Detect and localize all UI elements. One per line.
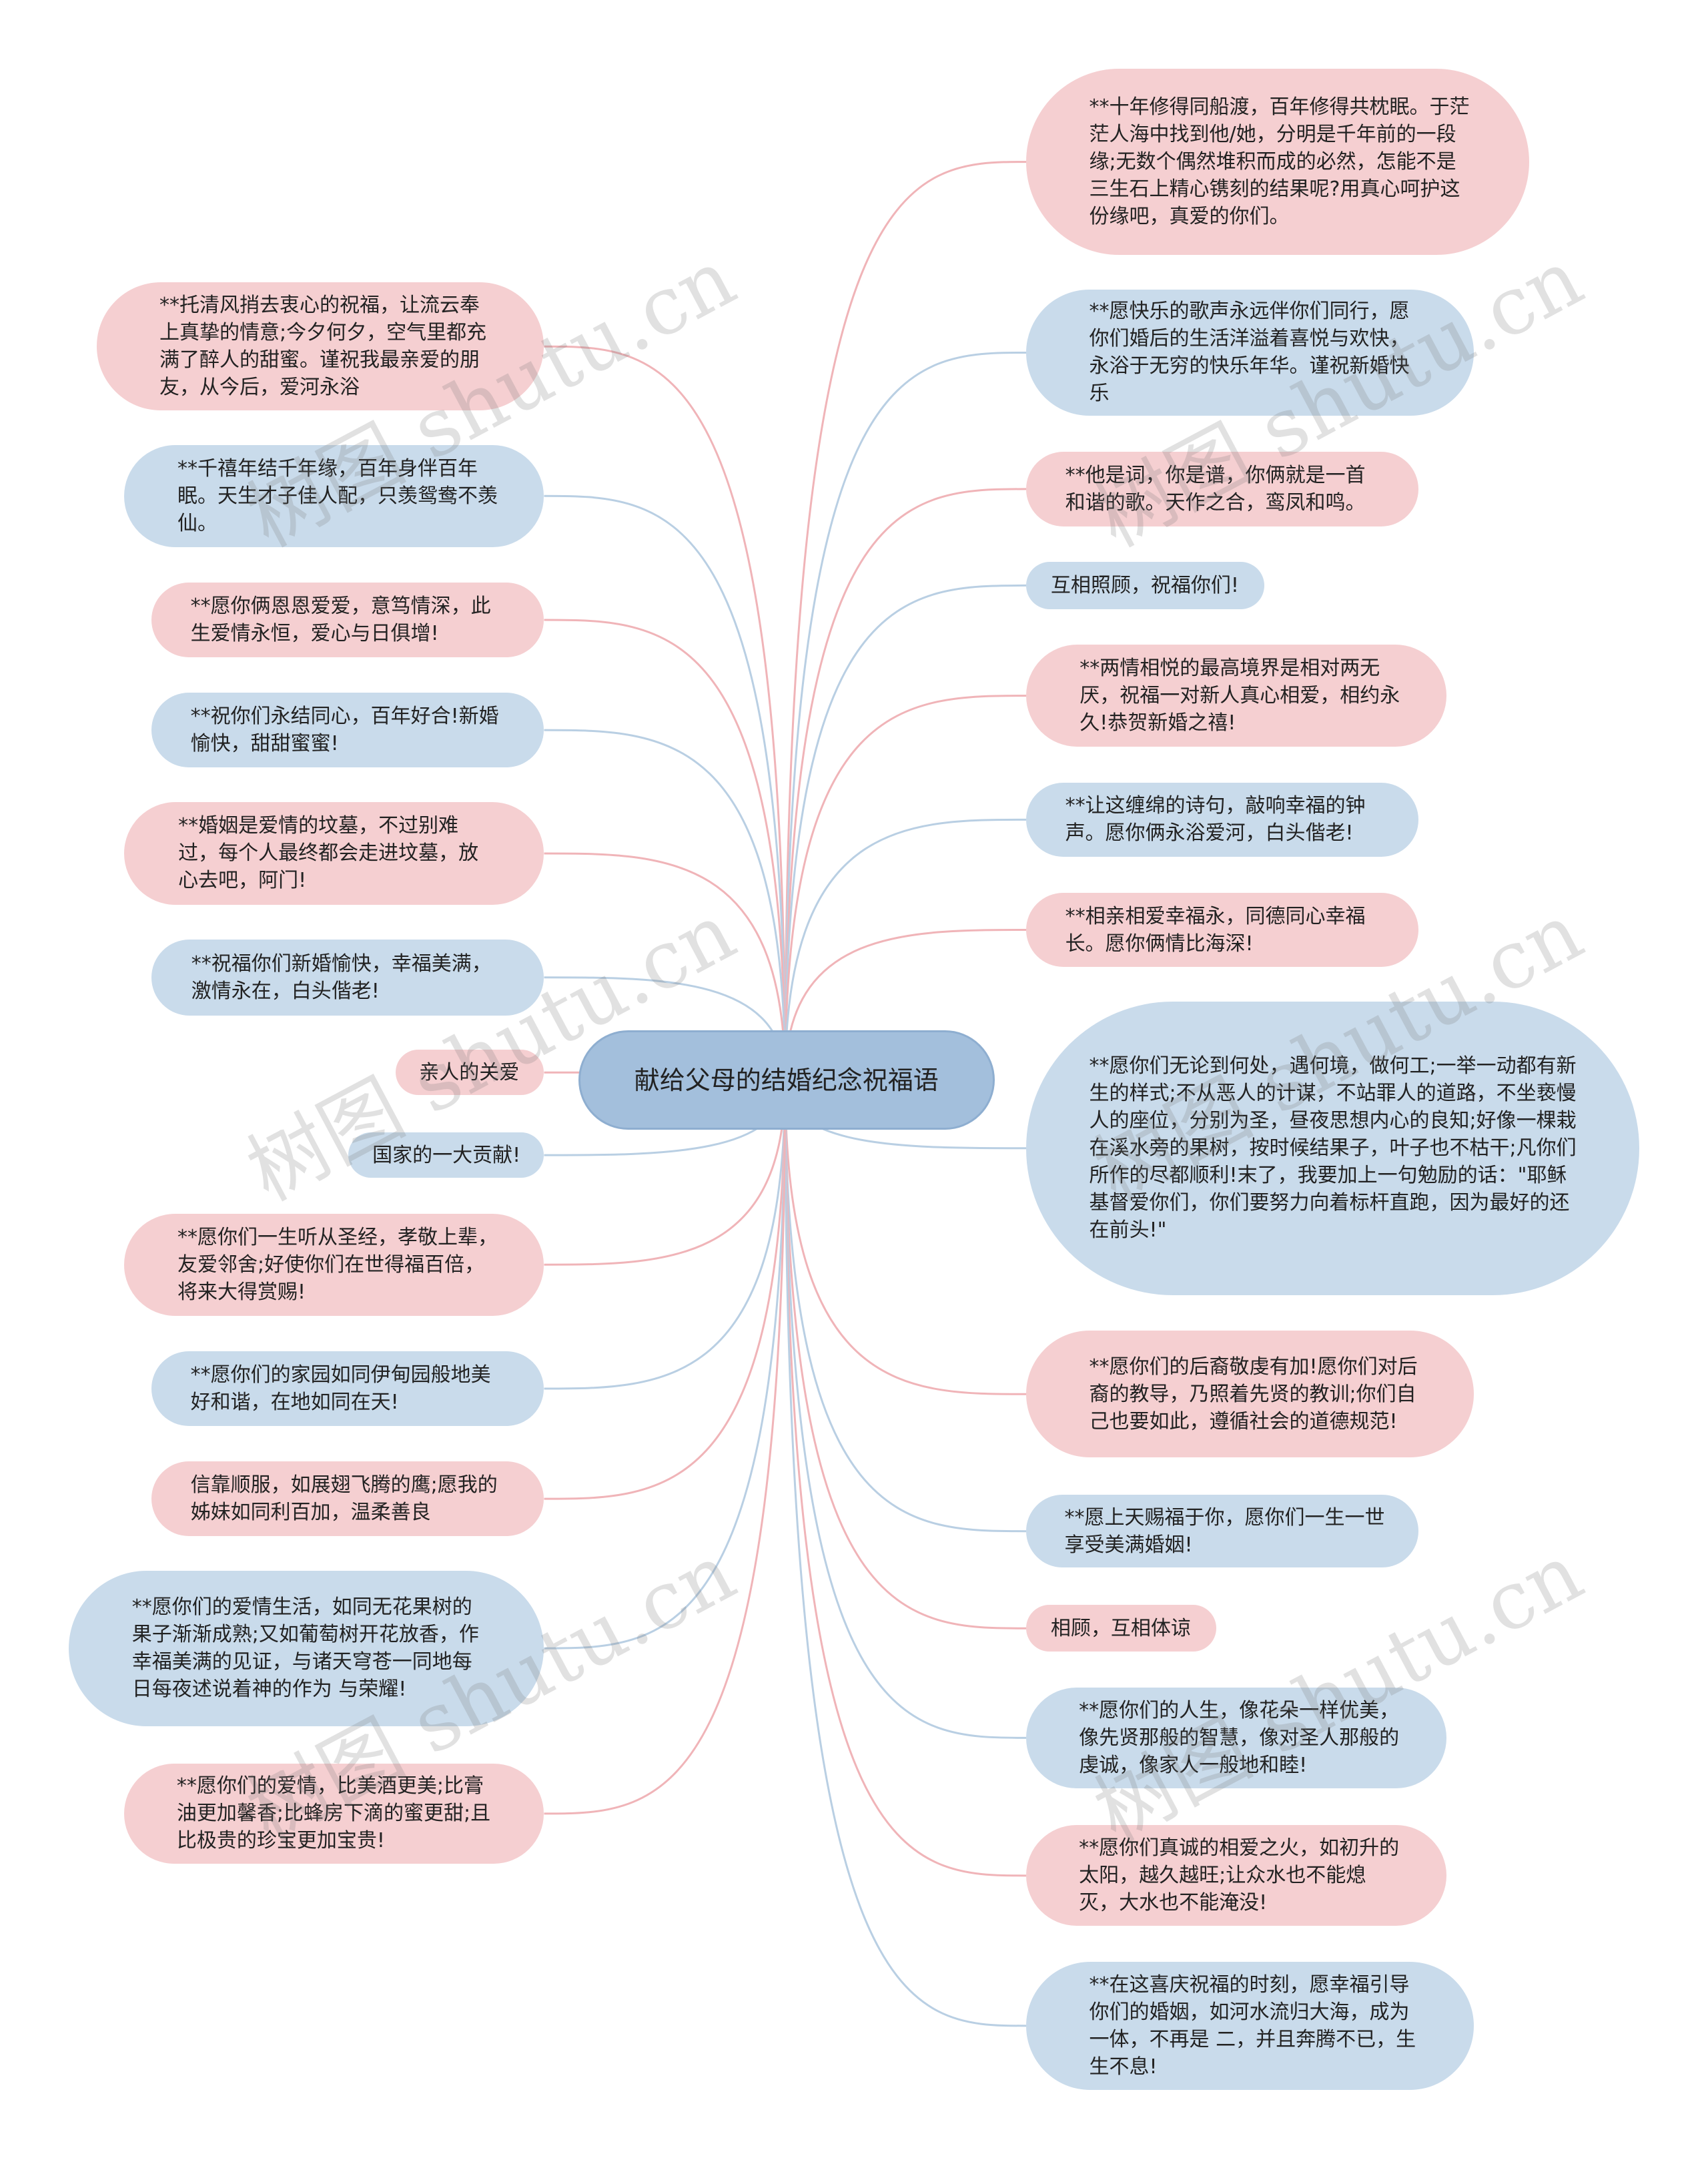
right-node-text: **愿上天赐福于你，愿你们一生一世享受美满婚姻! — [1064, 1505, 1385, 1557]
connector-line — [544, 494, 787, 1080]
connector-line — [544, 1080, 787, 1650]
left-node-text: **祝福你们新婚愉快，幸福美满，激情永在，白头偕老! — [191, 952, 492, 1003]
left-node[interactable]: **愿你们的家园如同伊甸园般地美好和谐，在地如同在天! — [151, 1351, 544, 1426]
left-node[interactable]: **托清风捎去衷心的祝福，让流云奉上真挚的情意;今夕何夕，空气里都充满了醉人的甜… — [96, 282, 544, 411]
right-node[interactable]: **相亲相爱幸福永，同德同心幸福长。愿你俩情比海深! — [1026, 892, 1419, 968]
right-node[interactable]: **愿你们的人生，像花朵一样优美，像先贤那般的智慧，像对圣人那般的虔诚，像家人一… — [1026, 1688, 1446, 1788]
right-node[interactable]: **愿你们真诚的相爱之火，如初升的太阳，越久越旺;让众水也不能熄灭，大水也不能淹… — [1026, 1825, 1446, 1926]
left-node-text: 国家的一大贡献! — [372, 1143, 521, 1167]
right-node[interactable]: **他是词，你是谱，你俩就是一首和谐的歌。天作之合，鸾凤和鸣。 — [1026, 452, 1419, 526]
connector-line — [544, 1080, 787, 1500]
connector-line — [544, 1080, 787, 1266]
right-node[interactable]: **在这喜庆祝福的时刻，愿幸福引导你们的婚姻，如河水流归大海，成为一体，不再是 … — [1026, 1961, 1474, 2090]
right-node-text: **愿你们的人生，像花朵一样优美，像先贤那般的智慧，像对圣人那般的虔诚，像家人一… — [1079, 1698, 1400, 1777]
left-node-text: **愿你俩恩恩爱爱，意笃情深，此生爱情永恒，爱心与日俱增! — [190, 595, 491, 646]
left-node[interactable]: **千禧年结千年缘，百年身伴百年眠。天生才子佳人配，只羡鸳鸯不羡仙。 — [123, 444, 544, 547]
left-node[interactable]: **祝你们永结同心，百年好合!新婚愉快，甜甜蜜蜜! — [151, 693, 544, 767]
right-node-text: **相亲相爱幸福永，同德同心幸福长。愿你俩情比海深! — [1065, 904, 1366, 956]
connector-line — [544, 729, 787, 1080]
connector-line — [784, 929, 1027, 1080]
right-node[interactable]: **愿你们无论到何处，遇何境，做何工;一举一动都有新生的样式;不从恶人的计谋，不… — [1026, 1001, 1639, 1295]
right-node[interactable]: **让这缠绵的诗句，敲响幸福的钟声。愿你俩永浴爱河，白头偕老! — [1026, 782, 1419, 857]
right-node-text: **愿你们无论到何处，遇何境，做何工;一举一动都有新生的样式;不从恶人的计谋，不… — [1089, 1054, 1577, 1242]
connector-line — [784, 1080, 1027, 1395]
right-node[interactable]: 互相照顾，祝福你们! — [1026, 562, 1265, 609]
left-node-text: **托清风捎去衷心的祝福，让流云奉上真挚的情意;今夕何夕，空气里都充满了醉人的甜… — [159, 294, 487, 400]
connector-line — [544, 1080, 787, 1390]
connector-line — [784, 584, 1027, 1080]
right-node[interactable]: **愿快乐的歌声永远伴你们同行，愿你们婚后的生活洋溢着喜悦与欢快，永浴于无穷的快… — [1026, 289, 1474, 416]
right-node-text: 互相照顾，祝福你们! — [1050, 573, 1239, 597]
left-node-text: 亲人的关爱 — [419, 1060, 520, 1084]
connector-line — [544, 1080, 787, 1815]
connector-line — [784, 488, 1027, 1080]
left-node[interactable]: **祝福你们新婚愉快，幸福美满，激情永在，白头偕老! — [151, 939, 544, 1016]
right-node[interactable]: **十年修得同船渡，百年修得共枕眠。于茫茫人海中找到他/她，分明是千年前的一段缘… — [1026, 69, 1529, 255]
connector-line — [784, 1080, 1027, 1630]
connector-line — [784, 1080, 1027, 1533]
right-node-text: **在这喜庆祝福的时刻，愿幸福引导你们的婚姻，如河水流归大海，成为一体，不再是 … — [1089, 1972, 1416, 2079]
left-node[interactable]: **愿你们的爱情，比美酒更美;比膏油更加馨香;比蜂房下滴的蜜更甜;且比极贵的珍宝… — [123, 1763, 544, 1864]
right-node[interactable]: 相顾，互相体谅 — [1026, 1605, 1216, 1652]
left-node-text: **婚姻是爱情的坟墓，不过别难过，每个人最终都会走进坟墓，放心去吧，阿门! — [178, 814, 479, 893]
connector-line — [784, 1080, 1027, 2027]
right-node-text: **愿你们真诚的相爱之火，如初升的太阳，越久越旺;让众水也不能熄灭，大水也不能淹… — [1079, 1836, 1400, 1915]
connector-line — [784, 818, 1027, 1080]
left-node-text: **愿你们的家园如同伊甸园般地美好和谐，在地如同在天! — [190, 1363, 491, 1414]
center-topic[interactable]: 献给父母的结婚纪念祝福语 — [578, 1030, 995, 1130]
left-node-text: **祝你们永结同心，百年好合!新婚愉快，甜甜蜜蜜! — [190, 705, 499, 756]
connector-line — [784, 1080, 1027, 1739]
right-node-text: **两情相悦的最高境界是相对两无厌，祝福一对新人真心相爱，相约永久!恭贺新婚之禧… — [1080, 657, 1400, 735]
right-node[interactable]: **愿上天赐福于你，愿你们一生一世享受美满婚姻! — [1026, 1494, 1419, 1568]
right-node-text: **十年修得同船渡，百年修得共枕眠。于茫茫人海中找到他/她，分明是千年前的一段缘… — [1089, 95, 1470, 229]
connector-line — [544, 852, 787, 1080]
connector-line — [784, 352, 1027, 1080]
left-node[interactable]: **愿你们一生听从圣经，孝敬上辈，友爱邻舍;好使你们在世得福百倍，将来大得赏赐! — [123, 1213, 544, 1316]
connector-line — [544, 619, 787, 1080]
connector-line — [784, 695, 1027, 1080]
left-node[interactable]: **婚姻是爱情的坟墓，不过别难过，每个人最终都会走进坟墓，放心去吧，阿门! — [123, 801, 544, 906]
left-node[interactable]: **愿你俩恩恩爱爱，意笃情深，此生爱情永恒，爱心与日俱增! — [151, 583, 544, 657]
left-node-text: 信靠顺服，如展翅飞腾的鹰;愿我的姊妹如同利百加，温柔善良 — [190, 1473, 498, 1525]
right-node[interactable]: **愿你们的后裔敬虔有加!愿你们对后裔的教导，乃照着先贤的教训;你们自己也要如此… — [1026, 1331, 1474, 1458]
left-node[interactable]: **愿你们的爱情生活，如同无花果树的果子渐渐成熟;又如葡萄树开花放香，作幸福美满… — [69, 1570, 544, 1726]
connector-line — [544, 345, 787, 1080]
right-node[interactable]: **两情相悦的最高境界是相对两无厌，祝福一对新人真心相爱，相约永久!恭贺新婚之禧… — [1026, 645, 1446, 747]
right-node-text: **让这缠绵的诗句，敲响幸福的钟声。愿你俩永浴爱河，白头偕老! — [1065, 794, 1366, 845]
left-node[interactable]: 国家的一大贡献! — [348, 1132, 544, 1178]
left-node-text: **愿你们的爱情生活，如同无花果树的果子渐渐成熟;又如葡萄树开花放香，作幸福美满… — [131, 1595, 479, 1702]
left-node-text: **愿你们一生听从圣经，孝敬上辈，友爱邻舍;好使你们在世得福百倍，将来大得赏赐! — [177, 1225, 498, 1304]
left-node-text: **千禧年结千年缘，百年身伴百年眠。天生才子佳人配，只羡鸳鸯不羡仙。 — [177, 456, 498, 535]
right-node-text: 相顾，互相体谅 — [1050, 1616, 1191, 1640]
right-node-text: **愿快乐的歌声永远伴你们同行，愿你们婚后的生活洋溢着喜悦与欢快，永浴于无穷的快… — [1089, 300, 1410, 406]
left-node[interactable]: 信靠顺服，如展翅飞腾的鹰;愿我的姊妹如同利百加，温柔善良 — [151, 1461, 544, 1536]
left-node[interactable]: 亲人的关爱 — [395, 1050, 544, 1096]
right-node-text: **他是词，你是谱，你俩就是一首和谐的歌。天作之合，鸾凤和鸣。 — [1065, 463, 1366, 514]
connector-line — [784, 1080, 1027, 1877]
center-topic-label: 献给父母的结婚纪念祝福语 — [634, 1065, 939, 1095]
connector-line — [784, 161, 1027, 1080]
left-node-text: **愿你们的爱情，比美酒更美;比膏油更加馨香;比蜂房下滴的蜜更甜;且比极贵的珍宝… — [176, 1774, 491, 1853]
right-node-text: **愿你们的后裔敬虔有加!愿你们对后裔的教导，乃照着先贤的教训;你们自己也要如此… — [1089, 1355, 1418, 1433]
